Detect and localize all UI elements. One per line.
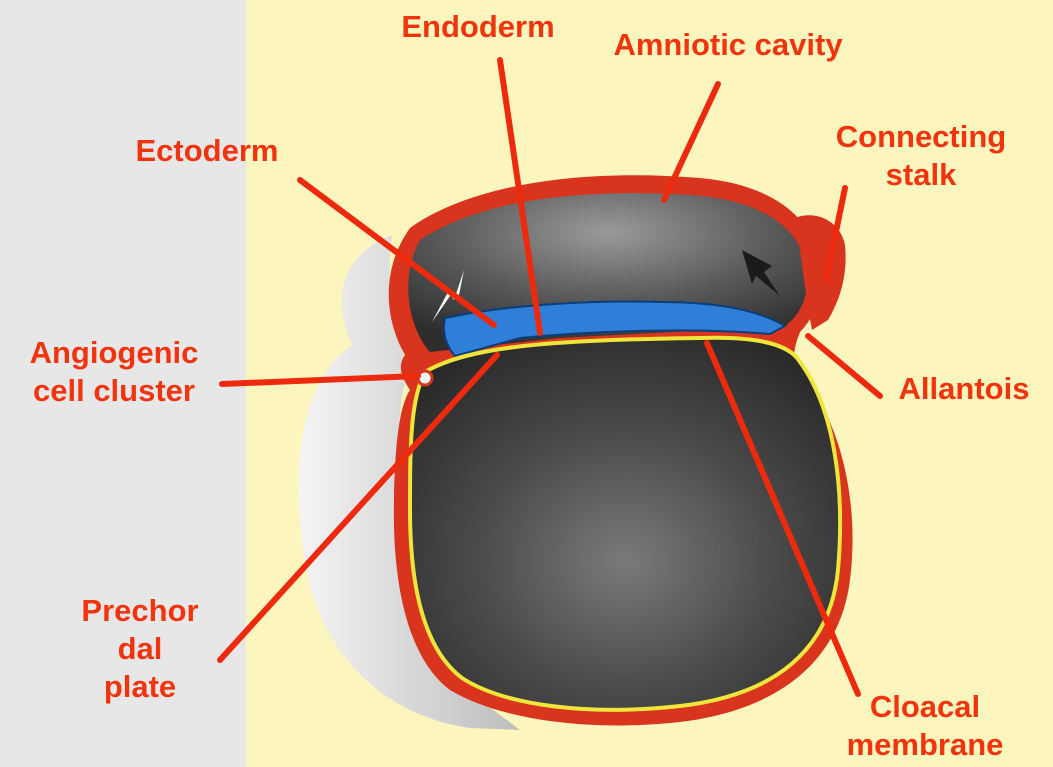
label-endoderm: Endoderm	[382, 8, 574, 46]
label-allantois: Allantois	[878, 370, 1050, 408]
yolk-sac	[410, 338, 840, 710]
label-connecting-stalk: Connecting stalk	[806, 118, 1036, 194]
label-prechordal-plate: Prechor dal plate	[52, 592, 228, 706]
label-amniotic-cavity: Amniotic cavity	[588, 26, 868, 64]
label-ectoderm: Ectoderm	[106, 132, 308, 170]
leader-allantois	[808, 336, 880, 396]
label-cloacal-membrane: Cloacal membrane	[818, 688, 1032, 764]
label-angiogenic-cell-cluster: Angiogenic cell cluster	[4, 334, 224, 410]
